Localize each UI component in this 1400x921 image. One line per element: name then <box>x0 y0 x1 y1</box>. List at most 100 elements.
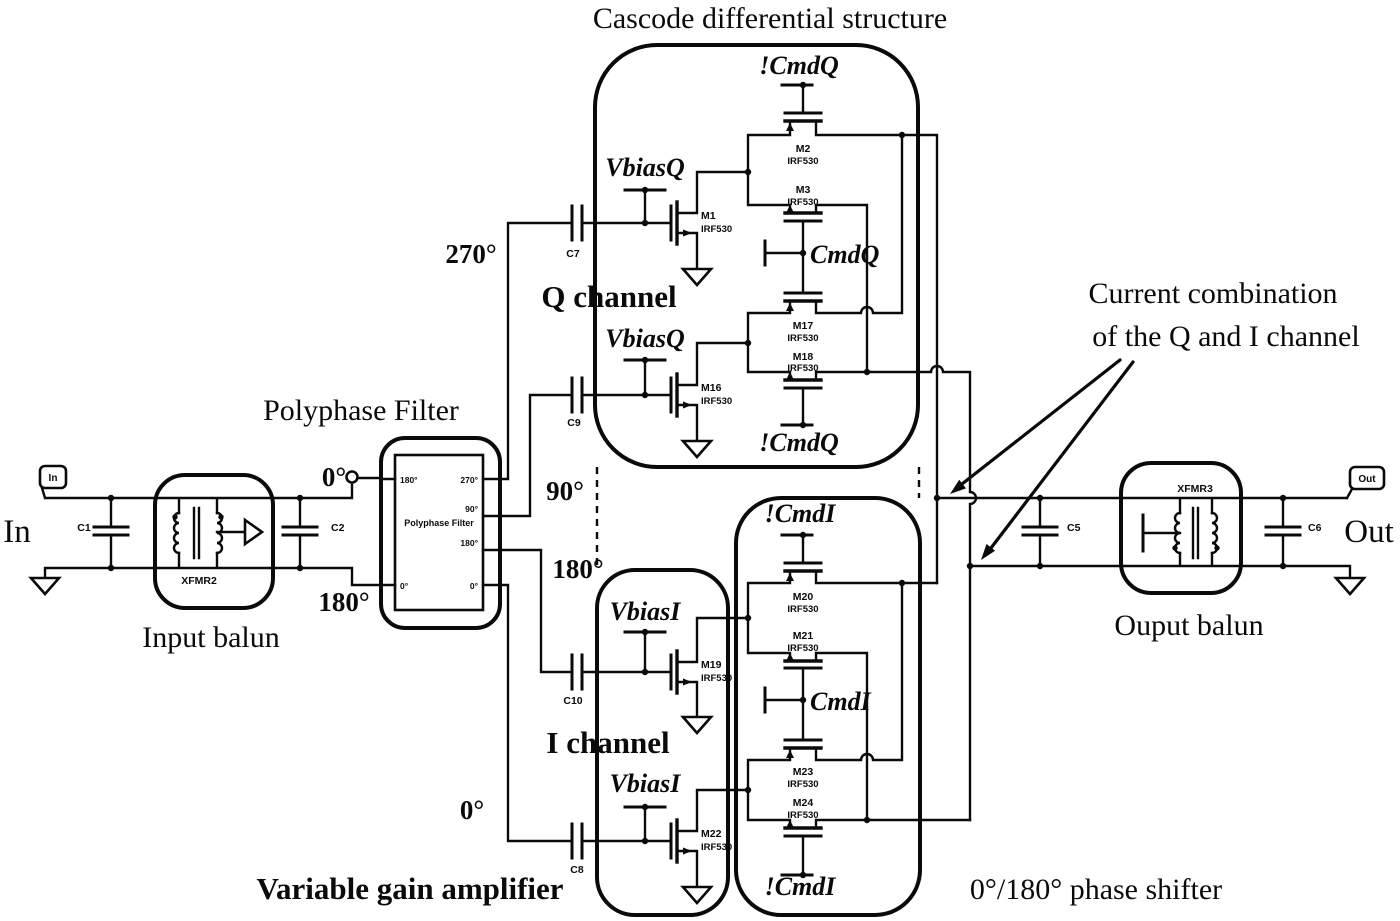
transistor-m1 <box>669 200 692 246</box>
phase-shifter-title: 0°/180° phase shifter <box>970 873 1222 906</box>
m18-name: M18 <box>793 351 814 363</box>
c7-label: C7 <box>566 248 580 260</box>
vbiasq2-label: VbiasQ <box>605 324 685 353</box>
capacitor-c8 <box>570 822 584 860</box>
xfmr2-primary-coil <box>172 511 181 555</box>
m21-name: M21 <box>793 630 814 642</box>
m24-name: M24 <box>793 797 814 809</box>
ppf-pin-bbr: 0° <box>470 581 479 591</box>
m1-model: IRF530 <box>701 224 732 235</box>
phase-feed-wires <box>498 221 673 843</box>
transformer-xfmr2 <box>172 506 265 560</box>
m19-arrow <box>683 678 692 686</box>
in-flag-label: In <box>49 473 58 484</box>
transistor-m24 <box>783 820 823 838</box>
capacitor-c7 <box>570 204 584 242</box>
m20-arrow <box>786 573 794 581</box>
xfmr2-secondary-coil <box>215 511 224 555</box>
m18-model: IRF530 <box>787 363 818 374</box>
output-balun-box <box>1119 461 1243 595</box>
phase-180-input: 180° <box>318 587 369 617</box>
input-wires <box>40 476 383 587</box>
m20-model: IRF530 <box>787 604 818 615</box>
cmdq-label: CmdQ <box>810 240 880 269</box>
port-flag-out: Out <box>1348 465 1386 491</box>
m16-arrow <box>683 401 692 409</box>
phase-90: 90° <box>546 476 584 506</box>
m1-name: M1 <box>701 210 716 222</box>
ppf-inner-title: Polyphase Filter <box>404 518 474 528</box>
m22-arrow <box>683 847 692 855</box>
polyphase-pin-stubs <box>379 477 502 587</box>
c2-label: C2 <box>331 522 345 534</box>
c1-label: C1 <box>77 522 91 534</box>
input-balun-title: Input balun <box>142 621 279 654</box>
ground-m16 <box>680 439 714 459</box>
xfmr3-secondary-dot <box>1214 545 1220 551</box>
m22-name: M22 <box>701 828 722 840</box>
transistor-m17 <box>783 291 823 311</box>
m24-arrow <box>786 820 794 828</box>
labels: Cascode differential structure Current c… <box>3 2 1394 906</box>
xfmr2-primary-dot <box>172 514 178 520</box>
m23-arrow <box>786 750 794 758</box>
box-link-dashes <box>595 467 921 570</box>
transistor-m23 <box>783 738 823 758</box>
annotation-arrows <box>950 358 1135 560</box>
m19-name: M19 <box>701 659 722 671</box>
vbiasi2-label: VbiasI <box>610 769 682 798</box>
m18-arrow <box>786 372 794 380</box>
annotation-arrow-1 <box>960 358 1122 486</box>
vga-box <box>595 568 730 917</box>
m21-model: IRF530 <box>787 643 818 654</box>
ppf-pin-tl: 180° <box>400 475 418 485</box>
transistor-m21 <box>783 653 823 670</box>
xfmr3-primary-coil <box>1173 511 1182 555</box>
transistor-m18 <box>783 372 823 390</box>
vga-title: Variable gain amplifier <box>256 871 563 906</box>
c6-label: C6 <box>1308 522 1322 534</box>
q-vga-wires <box>675 170 750 443</box>
c9-label: C9 <box>567 417 581 429</box>
annotation-arrow-2 <box>989 360 1135 550</box>
cascode-structure-box <box>593 43 920 469</box>
polyphase-title: Polyphase Filter <box>263 394 459 427</box>
ppf-pin-tr: 270° <box>460 475 478 485</box>
ground-m22 <box>680 885 714 905</box>
m2-name: M2 <box>796 143 811 155</box>
ppf-pin-mr: 90° <box>465 504 478 514</box>
ncmdq-bottom-label: !CmdQ <box>759 428 839 457</box>
capacitors <box>92 204 1302 860</box>
phase-0-input: 0° <box>322 462 346 492</box>
xfmr3-core <box>1191 506 1200 560</box>
output-balun-title: Ouput balun <box>1114 609 1263 642</box>
junction-dots <box>107 81 1287 879</box>
cascode-title: Cascode differential structure <box>593 2 947 35</box>
in-label: In <box>3 514 31 550</box>
m3-name: M3 <box>796 184 811 196</box>
xfmr3-primary-dot <box>1172 545 1178 551</box>
ncmdi-top-label: !CmdI <box>765 499 837 528</box>
section-boxes <box>153 43 1243 917</box>
m22-model: IRF530 <box>701 842 732 853</box>
vbiasq1-label: VbiasQ <box>605 153 685 182</box>
xfmr3-label: XFMR3 <box>1177 483 1213 495</box>
current-combination-line2: of the Q and I channel <box>1092 320 1359 353</box>
c8-label: C8 <box>570 864 584 876</box>
m20-name: M20 <box>793 591 814 603</box>
capacitor-c10 <box>570 653 584 691</box>
m3-arrow <box>786 205 794 213</box>
capacitor-c6 <box>1264 525 1302 537</box>
out-flag-box <box>1348 465 1386 491</box>
ncmdq-top-label: !CmdQ <box>759 51 839 80</box>
capacitor-c2 <box>281 525 319 537</box>
xfmr2-label: XFMR2 <box>181 575 217 587</box>
m17-arrow <box>786 303 794 311</box>
annotation-arrowhead-1 <box>950 479 966 494</box>
output-wires <box>935 487 1354 580</box>
capacitor-c5 <box>1021 525 1059 537</box>
q-channel-label: Q channel <box>541 279 677 314</box>
xfmr2-secondary-dot <box>218 514 224 520</box>
m1-arrow <box>683 229 692 237</box>
